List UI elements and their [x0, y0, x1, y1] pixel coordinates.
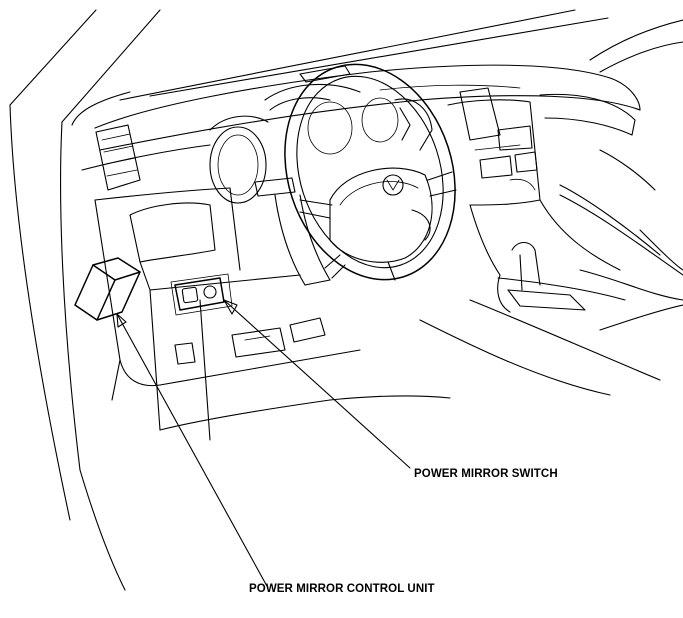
gear-shift — [497, 241, 683, 313]
center-stack — [447, 87, 661, 276]
lower-left-dash — [81, 144, 361, 401]
steering-column — [254, 177, 331, 286]
power-mirror-control-unit-label: POWER MIRROR CONTROL UNIT — [249, 583, 435, 595]
a-pillar — [9, 9, 161, 591]
left-vent — [95, 124, 141, 191]
dashboard-top — [94, 64, 641, 151]
right-side-lines — [419, 194, 683, 396]
leader-lines — [116, 299, 411, 589]
steering-wheel — [284, 63, 457, 281]
instrument-cluster — [209, 83, 433, 204]
mirror-switch-assembly — [170, 273, 233, 316]
power-mirror-switch-label: POWER MIRROR SWITCH — [414, 468, 558, 480]
control-unit-box — [74, 257, 141, 321]
windshield-frame — [119, 9, 683, 101]
floor-pedals — [149, 289, 451, 441]
